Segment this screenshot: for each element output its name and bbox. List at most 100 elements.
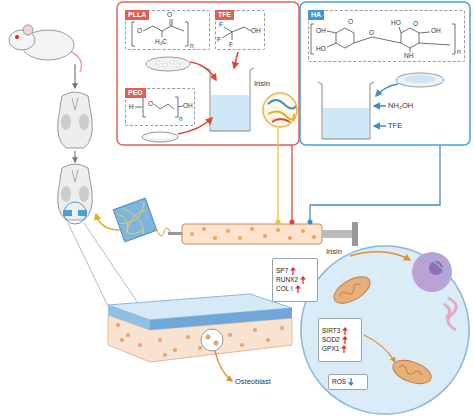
atom-label: n — [457, 48, 461, 56]
syringe — [190, 232, 194, 236]
cell — [300, 245, 470, 415]
zoom-line — [68, 223, 108, 306]
skull-implanted — [61, 186, 71, 202]
membrane — [206, 335, 211, 340]
petri-dish — [396, 73, 444, 87]
membrane — [158, 338, 162, 342]
irisin-protein — [262, 92, 298, 128]
process-arrow — [74, 64, 75, 88]
cell — [350, 252, 410, 260]
skull-implanted — [72, 170, 78, 182]
atom-label: O — [137, 27, 142, 35]
skull — [72, 98, 78, 110]
trend-arrow — [300, 276, 306, 280]
feed-dot — [308, 220, 313, 225]
petri-dish — [156, 61, 160, 65]
membrane — [163, 353, 167, 357]
feed-line — [310, 145, 440, 222]
atom-label: NH — [404, 52, 413, 60]
mixing-arrow — [178, 118, 212, 134]
tag-label: PEO — [125, 88, 146, 98]
irisin-protein — [272, 119, 290, 122]
cell — [390, 356, 434, 388]
skull-implanted — [58, 164, 93, 220]
cell — [300, 245, 470, 415]
trend-arrow — [348, 378, 354, 386]
beaker — [318, 82, 374, 139]
trend-arrow — [302, 279, 303, 284]
trend-arrow — [297, 288, 298, 293]
marker-box: SP7RUNX2COL I — [272, 258, 318, 302]
process-arrow — [74, 151, 75, 162]
text-label: Osteoblast — [235, 378, 271, 386]
trend-arrow — [348, 383, 354, 387]
syringe — [182, 224, 322, 244]
mouse — [15, 35, 19, 39]
chemical-structure — [135, 97, 183, 117]
membrane — [201, 329, 223, 351]
skull — [58, 92, 93, 148]
membrane — [215, 351, 232, 381]
text-label: NH₄OH — [388, 102, 413, 110]
red-panel — [117, 2, 299, 145]
circle-outline — [262, 92, 298, 128]
membrane — [126, 333, 130, 337]
syringe — [250, 227, 254, 231]
atom-label: O — [413, 20, 418, 28]
atom-label: n — [190, 42, 194, 50]
fiber-mat — [96, 198, 170, 242]
marker-row: COL I — [276, 285, 317, 294]
syringe — [288, 236, 292, 240]
atom-label: O — [369, 29, 374, 37]
fiber-mat — [113, 198, 157, 242]
mixing-arrow — [376, 84, 398, 96]
marker-name: SIRT3 — [322, 327, 340, 335]
petri-dish — [156, 60, 180, 67]
marker-name: SOD2 — [322, 336, 340, 344]
mixing-arrow — [190, 62, 216, 80]
skull — [61, 114, 71, 130]
membrane — [266, 338, 270, 342]
trend-arrow — [344, 339, 345, 344]
mixing-arrow — [374, 125, 386, 127]
atom-label: OH — [431, 27, 441, 35]
syringe — [301, 229, 305, 233]
circle-outline — [301, 246, 469, 414]
marker-name: RUNX2 — [276, 276, 298, 284]
skull — [58, 92, 93, 148]
trend-arrow — [342, 327, 348, 335]
beaker — [211, 95, 249, 131]
membrane — [150, 308, 292, 330]
trend-arrow — [290, 267, 296, 275]
skull-implanted — [64, 202, 86, 224]
marker-name: ROS — [332, 378, 346, 386]
marker-row: SOD2 — [322, 336, 361, 345]
syringe — [168, 232, 182, 235]
trend-arrow — [341, 345, 347, 353]
mixing-arrow — [178, 52, 398, 134]
feed-dot — [276, 220, 281, 225]
irisin-protein — [268, 100, 296, 109]
petri-dish — [146, 57, 190, 71]
trend-arrow — [342, 336, 348, 344]
red-panel — [117, 2, 299, 145]
syringe — [238, 236, 242, 240]
chemical-structure — [222, 27, 251, 40]
syringe — [202, 227, 206, 231]
membrane — [138, 343, 142, 347]
atom-label: H — [129, 103, 134, 111]
syringe — [276, 228, 280, 232]
membrane — [240, 343, 244, 347]
syringe — [226, 229, 230, 233]
syringe — [168, 222, 358, 246]
chemical-structure — [311, 24, 455, 54]
atom-label: H₃C — [155, 38, 167, 46]
text-label: TFE — [388, 122, 402, 130]
cell — [364, 335, 395, 362]
petri-dish — [148, 133, 172, 139]
syringe — [312, 235, 316, 239]
syringe — [322, 230, 352, 238]
circle-outline — [263, 93, 297, 127]
trend-arrow — [342, 336, 348, 340]
